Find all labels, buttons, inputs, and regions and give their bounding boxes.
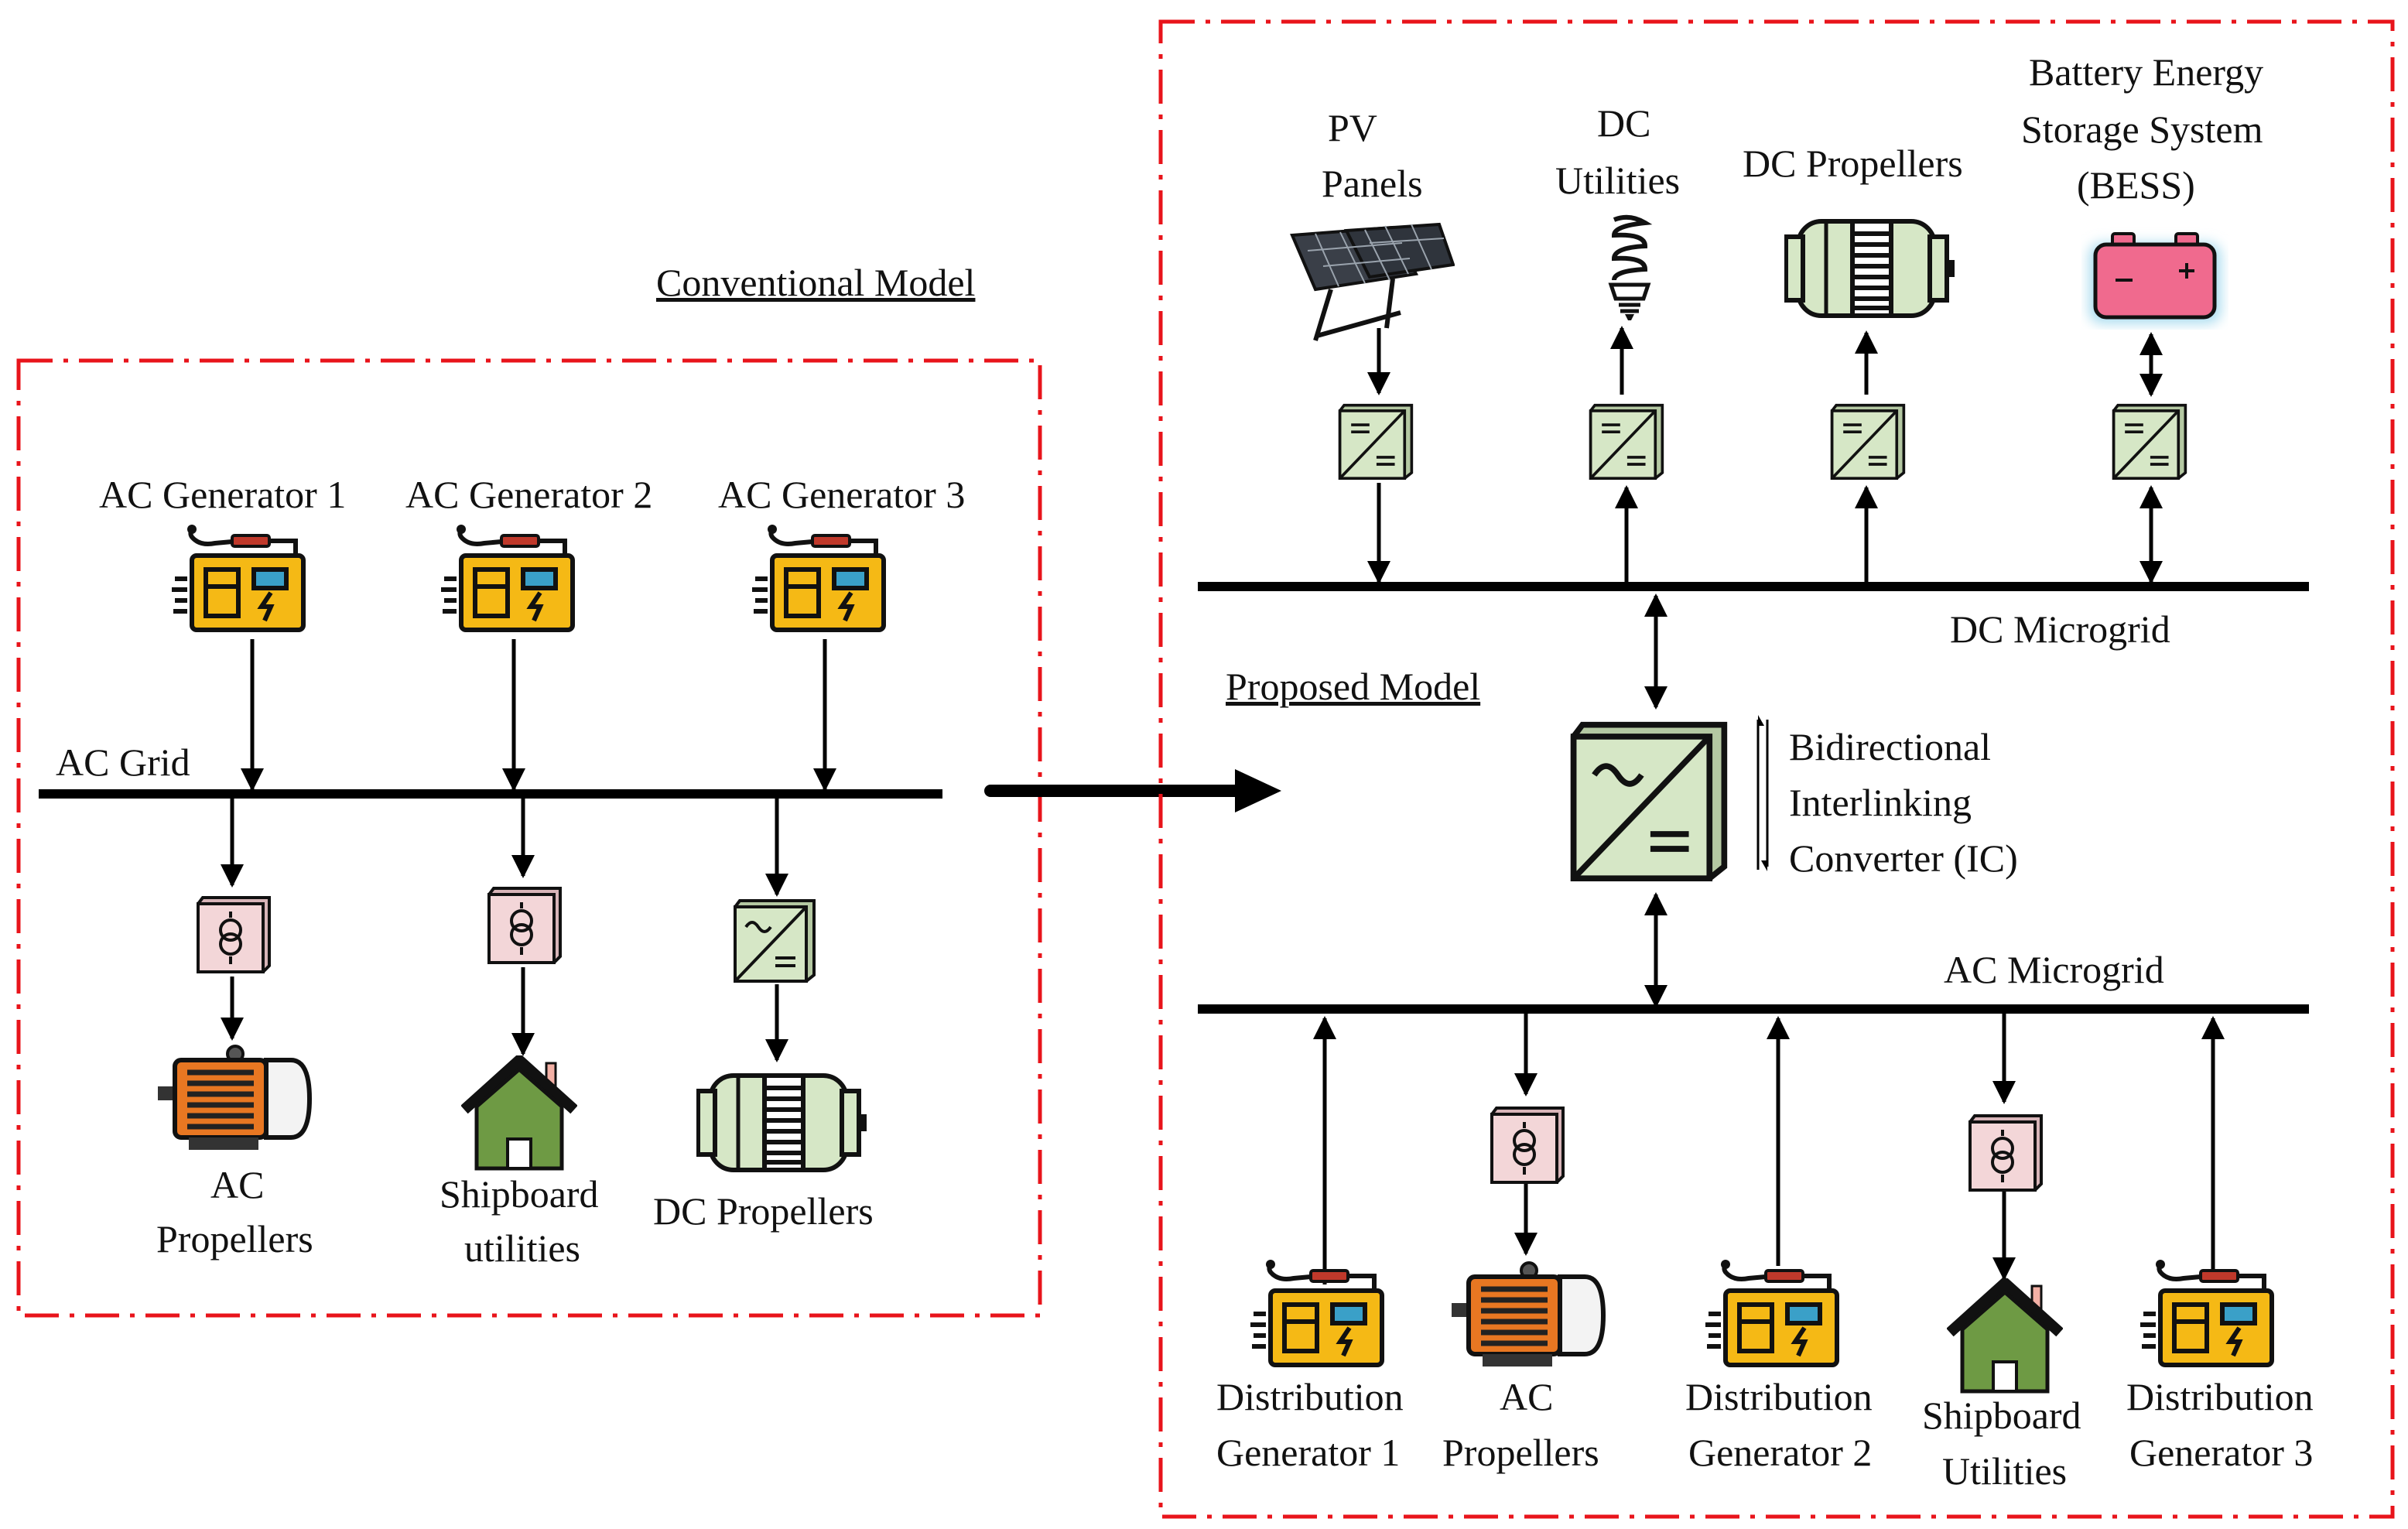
dc-microgrid-label: DC Microgrid bbox=[1950, 607, 2170, 651]
pv-panels-icon bbox=[1292, 224, 1453, 340]
shipboard-utilities-bottom-label-2: Utilities bbox=[1942, 1449, 2067, 1493]
proposed-frame bbox=[1158, 19, 2395, 1519]
ac-generator-1-label: AC Generator 1 bbox=[99, 473, 346, 516]
dc-utilities-converter-icon bbox=[1589, 403, 1664, 481]
ac-propellers-bottom-label-2: Propellers bbox=[1442, 1431, 1599, 1474]
dg3-label-2: Generator 3 bbox=[2129, 1431, 2313, 1474]
dc-propeller-top-icon bbox=[1786, 221, 1955, 316]
converter-label-2: Interlinking bbox=[1789, 781, 1972, 824]
conventional-model: Conventional Model AC Generator 1 AC Gen… bbox=[16, 261, 1042, 1318]
bess-converter-icon bbox=[2112, 403, 2187, 481]
ac-generator-3-icon bbox=[752, 525, 884, 630]
pv-converter-icon bbox=[1338, 403, 1414, 481]
conventional-frame bbox=[16, 358, 1042, 1318]
ac-propeller-bottom-icon bbox=[1452, 1263, 1603, 1367]
dc-propellers-converter-icon bbox=[1830, 403, 1906, 481]
shipboard-house-icon bbox=[464, 1060, 574, 1168]
shipboard-utilities-label-1: Shipboard bbox=[440, 1172, 599, 1216]
pv-label-1: PV bbox=[1328, 106, 1377, 149]
ac-generator-1-icon bbox=[172, 525, 303, 630]
dg2-label-1: Distribution bbox=[1685, 1375, 1873, 1418]
converter-label-3: Converter (IC) bbox=[1789, 836, 2018, 880]
dc-utilities-label-1: DC bbox=[1597, 101, 1650, 145]
bess-label-1: Battery Energy bbox=[2029, 50, 2263, 94]
ac-propeller-transformer-icon bbox=[1490, 1107, 1565, 1184]
transformer-1-icon bbox=[197, 896, 271, 973]
proposed-title: Proposed Model bbox=[1226, 665, 1480, 708]
ac-generator-2-label: AC Generator 2 bbox=[405, 473, 652, 516]
dc-propeller-motor-icon bbox=[698, 1076, 867, 1170]
distribution-generator-1-icon bbox=[1250, 1260, 1382, 1365]
dc-propellers-label: DC Propellers bbox=[653, 1189, 874, 1233]
transition-arrow bbox=[984, 769, 1281, 812]
ac-microgrid-label: AC Microgrid bbox=[1944, 948, 2164, 991]
ac-grid-label: AC Grid bbox=[56, 741, 190, 784]
conventional-title: Conventional Model bbox=[656, 261, 975, 304]
ac-dc-converter-icon bbox=[734, 899, 816, 983]
proposed-model: Proposed Model PV Panels DC Utilities DC… bbox=[1158, 19, 2395, 1519]
converter-label-1: Bidirectional bbox=[1789, 725, 1991, 768]
dg1-label-2: Generator 1 bbox=[1216, 1431, 1400, 1474]
dg3-label-1: Distribution bbox=[2126, 1375, 2314, 1418]
transformer-2-icon bbox=[487, 887, 562, 964]
dc-utilities-label-2: Utilities bbox=[1555, 159, 1680, 202]
dg2-label-2: Generator 2 bbox=[1688, 1431, 1872, 1474]
bess-label-2: Storage System bbox=[2021, 108, 2263, 151]
interlinking-converter-icon bbox=[1574, 725, 1725, 879]
dg1-label-1: Distribution bbox=[1216, 1375, 1404, 1418]
ac-generator-3-label: AC Generator 3 bbox=[718, 473, 965, 516]
battery-icon bbox=[2089, 234, 2221, 323]
ac-propeller-motor-icon bbox=[158, 1046, 310, 1150]
ac-propellers-bottom-label-1: AC bbox=[1500, 1375, 1553, 1418]
distribution-generator-3-icon bbox=[2140, 1260, 2272, 1365]
shipboard-utilities-bottom-label-1: Shipboard bbox=[1922, 1394, 2081, 1437]
distribution-generator-2-icon bbox=[1705, 1260, 1837, 1365]
dc-propellers-top-label: DC Propellers bbox=[1743, 142, 1963, 185]
utilities-transformer-icon bbox=[1968, 1114, 2043, 1192]
pv-label-2: Panels bbox=[1322, 162, 1423, 205]
ac-propellers-label-2: Propellers bbox=[156, 1217, 313, 1260]
dc-utilities-bulb-icon bbox=[1611, 217, 1648, 320]
ac-propellers-label-1: AC bbox=[210, 1163, 264, 1206]
shipboard-utilities-house-icon bbox=[1950, 1283, 2060, 1391]
ac-generator-2-icon bbox=[441, 525, 573, 630]
bidirectional-indicator-icon bbox=[1756, 715, 1769, 871]
bess-label-3: (BESS) bbox=[2077, 163, 2195, 207]
shipboard-utilities-label-2: utilities bbox=[464, 1226, 580, 1270]
